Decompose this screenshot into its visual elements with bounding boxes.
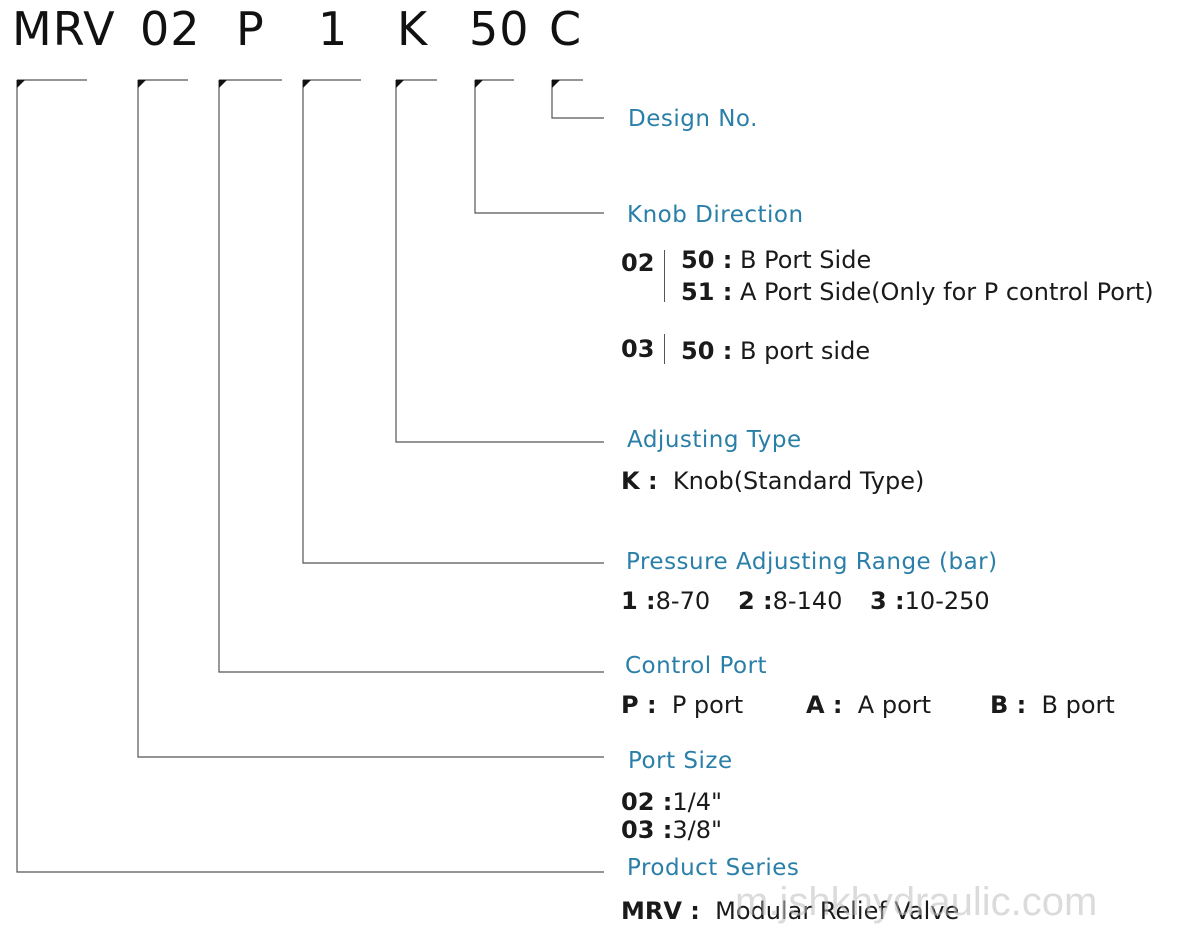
leader-adjusting xyxy=(395,80,604,443)
control-port-a: A : A port xyxy=(806,691,932,719)
tick-control-port xyxy=(219,80,227,88)
tick-mrv xyxy=(17,80,25,88)
code-segment-mrv: MRV xyxy=(12,2,116,56)
code-segment-adjusting: K xyxy=(397,2,429,56)
leader-control-port xyxy=(218,80,604,673)
product-series-mrv: MRV : Modular Relief Valve xyxy=(621,897,960,925)
leader-pressure xyxy=(302,80,604,564)
knob-opt-50: 50 : B Port Side xyxy=(681,246,872,274)
knob-size-03-bar xyxy=(664,334,665,364)
leader-port-size xyxy=(137,80,604,758)
control-port-p: P : P port xyxy=(621,691,744,719)
code-segment-port-size: 02 xyxy=(140,2,201,56)
code-segment-design: C xyxy=(549,2,583,56)
tick-adjusting xyxy=(396,80,404,88)
port-size-03: 03 :3/8" xyxy=(621,816,723,844)
code-segment-knob: 50 xyxy=(469,2,530,56)
pressure-range-1: 1 :8-70 xyxy=(621,587,711,615)
adjusting-type-heading: Adjusting Type xyxy=(627,427,802,453)
knob-opt-51: 51 : A Port Side(Only for P control Port… xyxy=(681,278,1154,306)
pressure-range-heading: Pressure Adjusting Range (bar) xyxy=(626,549,998,575)
tick-knob xyxy=(475,80,483,88)
pressure-range-3: 3 :10-250 xyxy=(870,587,990,615)
port-size-02: 02 :1/4" xyxy=(621,788,723,816)
knob-direction-heading: Knob Direction xyxy=(627,202,804,228)
knob-size-02-bar xyxy=(664,250,665,302)
code-segment-control-port: P xyxy=(236,2,265,56)
watermark: m.jshkhydraulic.com xyxy=(735,880,1098,924)
tick-design xyxy=(552,80,560,88)
knob-03-opt-50: 50 : B port side xyxy=(681,337,871,365)
leader-design xyxy=(551,80,604,119)
knob-size-02: 02 xyxy=(621,249,655,277)
leader-mrv xyxy=(16,80,604,873)
adjusting-type-k: K : Knob(Standard Type) xyxy=(621,467,925,495)
knob-size-03: 03 xyxy=(621,335,655,363)
tick-pressure xyxy=(303,80,311,88)
control-port-heading: Control Port xyxy=(625,653,768,679)
code-segment-pressure: 1 xyxy=(318,2,349,56)
design-heading: Design No. xyxy=(628,106,758,132)
port-size-heading: Port Size xyxy=(628,748,733,774)
control-port-b: B : B port xyxy=(990,691,1115,719)
pressure-range-2: 2 :8-140 xyxy=(738,587,843,615)
tick-port-size xyxy=(138,80,146,88)
leader-knob xyxy=(474,80,604,214)
product-series-heading: Product Series xyxy=(627,855,800,881)
